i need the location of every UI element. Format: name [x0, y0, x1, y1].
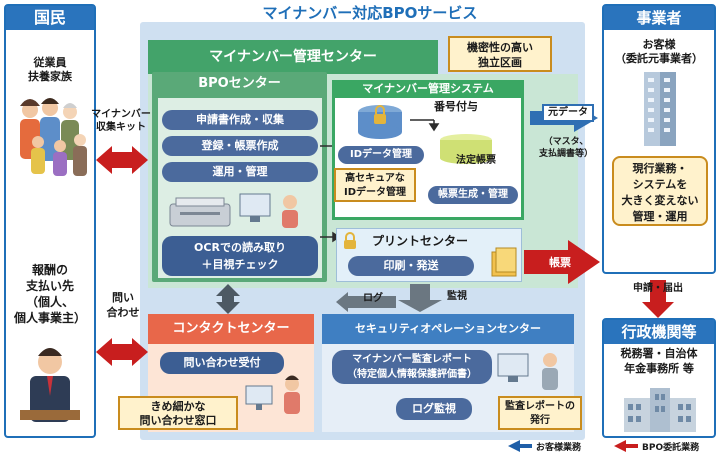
- print-center-title: プリントセンター: [371, 234, 468, 248]
- mynumber-system-title: マイナンバー管理システム: [332, 80, 524, 98]
- family-people-icon: [20, 98, 87, 176]
- legend-bpo-arrow: [614, 440, 638, 452]
- form-generation: 帳票生成・管理: [428, 186, 518, 204]
- government-building-icon: [624, 388, 696, 432]
- bpo-item-registration: 登録・帳票作成: [162, 136, 318, 156]
- inquiry-double-arrow: [96, 338, 148, 366]
- legal-form-label: 法定帳票: [456, 155, 496, 166]
- chohyo-arrow: [524, 240, 600, 284]
- print-lock-icon: [344, 232, 356, 249]
- motodata-label: 元データ: [542, 104, 594, 122]
- citizen-header: 国民: [6, 6, 94, 30]
- client-label: お客様 （委託元事業者）: [615, 38, 703, 65]
- chohyo-label: 帳票: [549, 256, 571, 269]
- ocr-check: OCRでの読み取り ＋目視チェック: [162, 236, 318, 276]
- legend-customer-arrow: [508, 440, 532, 452]
- contact-center-title: コンタクトセンター: [148, 314, 314, 344]
- bpo-item-operation: 運用・管理: [162, 162, 318, 182]
- inquiry-arrow-label: 問い 合わせ: [106, 291, 140, 319]
- citizen-group-payees: 報酬の 支払い先 （個人、 個人事業主）: [13, 263, 86, 325]
- businessman-illustration: [20, 348, 80, 422]
- security-operator-illustration: [497, 353, 558, 390]
- id-data-management: IDデータ管理: [338, 146, 424, 164]
- kit-double-arrow: [96, 146, 148, 174]
- inquiry-reception: 問い合わせ受付: [160, 352, 284, 374]
- shinsei-arrow: [642, 280, 674, 318]
- numbering-label: 番号付与: [434, 100, 478, 113]
- monitor-label: 監視: [447, 291, 467, 302]
- operator-icon: [245, 375, 300, 414]
- secure-area-note: 機密性の高い 独立区画: [448, 36, 552, 72]
- motodata-note: （マスタ、 支払調書等）: [538, 137, 593, 159]
- citizen-group-employees: 従業員 扶養家族: [28, 56, 72, 83]
- print-shipping: 印刷・発送: [348, 256, 474, 276]
- ocr-scanner-illustration: [169, 193, 298, 228]
- kit-label: マイナンバー 収集キット: [91, 109, 151, 133]
- gov-lines: 税務署・自治体 年金事務所 等: [620, 347, 698, 375]
- operator-pc-icon: [239, 193, 298, 228]
- system-diagram-illustration: [358, 105, 492, 164]
- envelope-folder-illustration: [491, 247, 517, 277]
- legend-customer: お客様業務: [536, 443, 582, 453]
- current-ops-note: 現行業務・ システムを 大きく変えない 管理・運用: [612, 156, 708, 226]
- scanner-icon: [169, 197, 231, 227]
- family-illustration: [20, 98, 87, 176]
- diagram-title: マイナンバー対応BPOサービス: [262, 4, 478, 22]
- assign-arrow-icon: [410, 119, 440, 132]
- high-secure-note: 高セキュアな IDデータ管理: [334, 168, 416, 202]
- office-building-illustration: [644, 72, 676, 146]
- log-monitoring: ログ監視: [396, 398, 472, 420]
- mynumber-center-title: マイナンバー管理センター: [148, 40, 438, 74]
- business-header: 事業者: [604, 6, 714, 30]
- center-contact-double-arrow: [216, 284, 240, 314]
- businessman-icon: [20, 348, 80, 422]
- monitor-arrow: [398, 284, 442, 312]
- legal-form-db-icon: [440, 134, 492, 164]
- gov-header: 行政機関等: [604, 320, 714, 344]
- bpo-item-application: 申請書作成・収集: [162, 110, 318, 130]
- legend-bpo: BPO委託業務: [642, 443, 700, 453]
- office-building-icon: [644, 72, 676, 146]
- security-monitor-icon: [497, 353, 558, 390]
- bpo-center-title: BPOセンター: [198, 76, 281, 91]
- gov-building-illustration: [624, 388, 696, 432]
- folder-icon: [491, 247, 517, 277]
- audit-report-note: 監査レポートの 発行: [498, 396, 582, 430]
- detailed-inquiry-note: きめ細かな 問い合わせ窓口: [118, 396, 238, 430]
- audit-report: マイナンバー監査レポート （特定個人情報保護評価書）: [332, 350, 492, 384]
- security-center-title: セキュリティオペレーションセンター: [322, 314, 574, 344]
- log-label: ログ: [363, 293, 383, 304]
- call-center-illustration: [245, 375, 300, 414]
- shinsei-label: 申請・届出: [633, 283, 683, 294]
- log-arrow: [336, 292, 396, 312]
- database-lock-icon: [358, 105, 402, 139]
